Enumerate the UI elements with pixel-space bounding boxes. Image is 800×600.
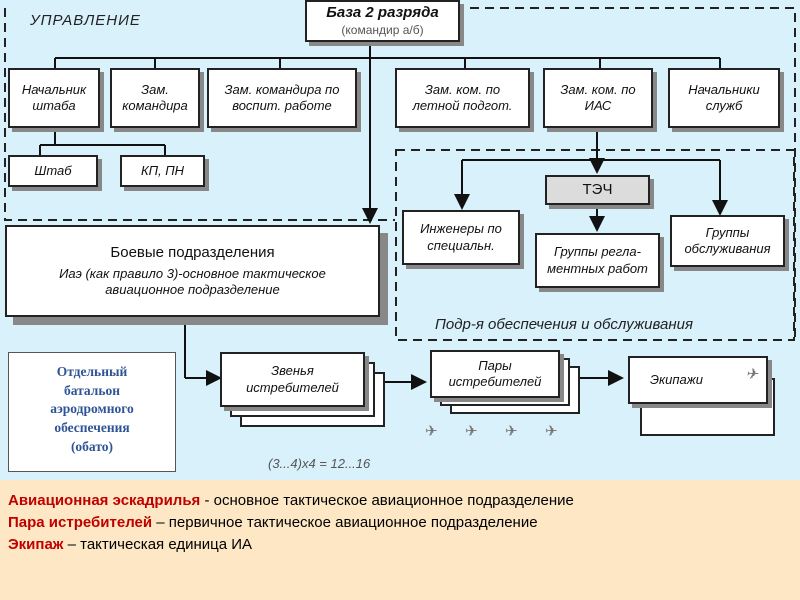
crews-label: Экипажи [650,371,703,387]
deputy-ias-label: Зам. ком. по ИАС [560,81,636,113]
chief-of-staff-label: Начальник штаба [21,81,87,113]
formula: (3...4)х4 = 12...16 [268,456,371,471]
flights-label: Звенья истребителей [246,363,339,395]
crews-box: Экипажи ✈ [628,356,768,404]
regulation-groups-label: Группы регла- ментных работ [547,244,648,276]
kp-pn-label: КП, ПН [140,162,185,178]
definitions-footer: Авиационная эскадрилья - основное тактич… [0,480,800,600]
hq-label: Штаб [34,162,72,178]
fighter-jet-icon: ✈ [425,423,438,440]
service-groups-label: Группы обслуживания [684,224,771,256]
base-box: База 2 разряда (командир а/б) [305,0,460,42]
deputy-commander-box: Зам. командира [110,68,200,128]
deputy-education-box: Зам. командира по воспит. работе [207,68,357,128]
org-chart: УПРАВЛЕНИЕ База 2 разряда (командир а/б)… [0,0,800,480]
fighter-jet-icon: ✈ [745,366,758,383]
def-squadron: Авиационная эскадрилья - основное тактич… [8,492,574,509]
fighter-jet-icon: ✈ [505,423,518,440]
deputy-flight-box: Зам. ком. по летной подгот. [395,68,530,128]
engineers-label: Инженеры по специальн. [420,221,502,253]
hq-box: Штаб [8,155,98,187]
obato-box: Отдельный батальон аэродромного обеспече… [8,352,176,472]
combat-desc: Иаэ (как правило 3)-основное тактическое… [59,265,326,297]
service-chiefs-box: Начальники служб [668,68,780,128]
support-label: Подр-я обеспечения и обслуживания [435,316,693,333]
base-title: База 2 разряда [326,4,439,22]
upravlenie-label: УПРАВЛЕНИЕ [30,12,141,29]
tech-box: ТЭЧ [545,175,650,205]
fighter-jet-icon: ✈ [465,423,478,440]
obato-label: Отдельный батальон аэродромного обеспече… [50,364,134,454]
pairs-box: Пары истребителей [430,350,560,398]
flights-box: Звенья истребителей [220,352,365,407]
deputy-flight-label: Зам. ком. по летной подгот. [412,81,513,113]
chief-of-staff-box: Начальник штаба [8,68,100,128]
combat-units-box: Боевые подразделения Иаэ (как правило 3)… [5,225,380,317]
deputy-commander-label: Зам. командира [122,81,188,113]
deputy-education-label: Зам. командира по воспит. работе [224,81,340,113]
def-crew: Экипаж – тактическая единица ИА [8,535,253,553]
service-chiefs-label: Начальники служб [688,81,760,113]
kp-pn-box: КП, ПН [120,155,205,187]
tech-label: ТЭЧ [582,180,613,198]
deputy-ias-box: Зам. ком. по ИАС [543,68,653,128]
fighter-jet-icon: ✈ [545,423,558,440]
pairs-label: Пары истребителей [448,357,542,389]
service-groups-box: Группы обслуживания [670,215,785,267]
regulation-groups-box: Группы регла- ментных работ [535,233,660,288]
combat-title: Боевые подразделения [110,243,275,261]
engineers-box: Инженеры по специальн. [402,210,520,265]
def-pair: Пара истребителей – первичное тактическо… [8,513,538,531]
base-subtitle: (командир а/б) [341,22,424,37]
connectors [4,7,796,390]
